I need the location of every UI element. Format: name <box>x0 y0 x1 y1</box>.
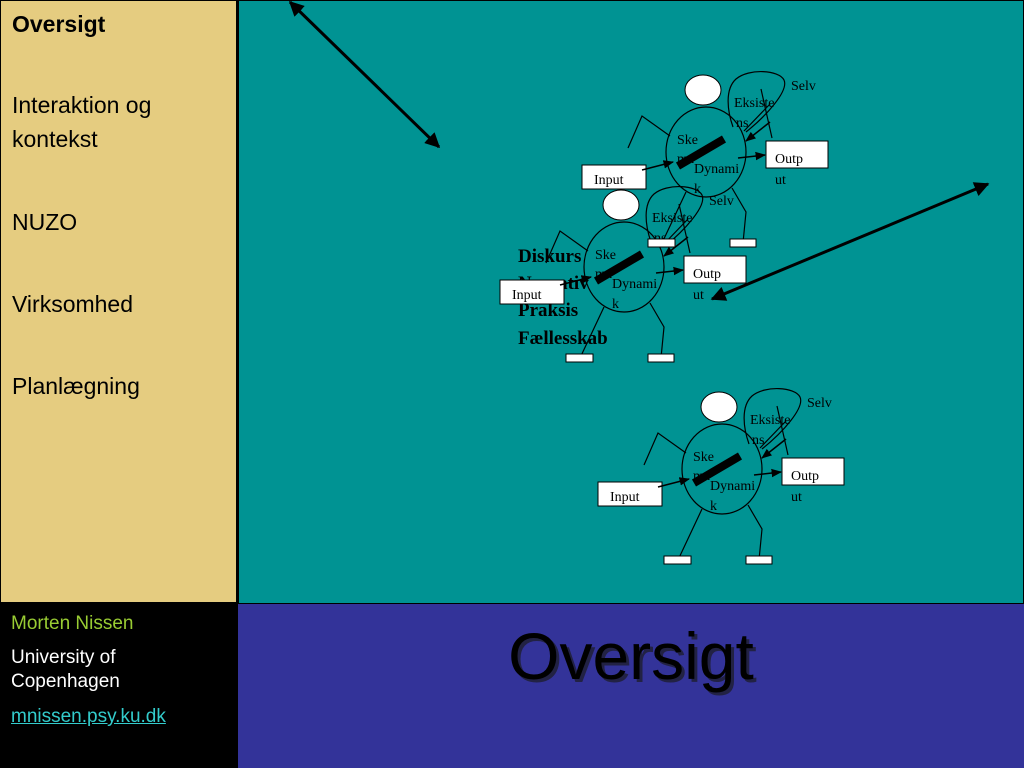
label-existence: ns <box>752 433 764 448</box>
figure-head <box>684 74 722 106</box>
label-dynamics: Dynami <box>710 479 755 494</box>
label-dynamics: Dynami <box>694 162 739 177</box>
stick-figure-left: Selv Eksiste ns Ske ma Dynami k Input Ou… <box>499 186 747 363</box>
figure-body <box>545 186 704 359</box>
figure-bar <box>593 250 645 285</box>
input-box <box>597 481 663 507</box>
label-schema: Ske <box>595 248 616 263</box>
label-input: Input <box>594 173 624 188</box>
arrow-self <box>663 236 689 257</box>
label-input: Input <box>610 490 640 505</box>
sidebar-item-label: Interaktion og <box>12 92 152 118</box>
label-self: Selv <box>807 396 832 411</box>
label-existence: ns <box>736 116 748 131</box>
footer-credits: Morten Nissen University of Copenhagen m… <box>0 604 238 768</box>
label-schema: ma <box>677 152 695 167</box>
sidebar-item-nuzo[interactable]: NUZO <box>12 209 78 235</box>
figure-head <box>700 391 738 423</box>
institution: University of Copenhagen <box>11 646 120 694</box>
foot-right <box>729 238 757 248</box>
figure-body <box>643 388 802 561</box>
stick-figure-top: Selv Eksiste ns Ske ma Dynami k Input Ou… <box>581 71 829 248</box>
arrow-input <box>657 477 691 488</box>
label-self: Selv <box>791 79 816 94</box>
label-schema: ma <box>693 469 711 484</box>
label-dynamics: k <box>694 182 701 197</box>
label-schema: Ske <box>677 133 698 148</box>
foot-right <box>647 353 675 363</box>
label-dynamics: k <box>710 499 717 514</box>
label-dynamics: k <box>612 297 619 312</box>
sidebar-item-interaktion[interactable]: Interaktion og kontekst <box>12 88 151 156</box>
arrow-output <box>655 266 685 276</box>
title-bar: Oversigt <box>238 604 1024 768</box>
arrow-input <box>559 275 593 286</box>
institution-line: Copenhagen <box>11 671 120 692</box>
label-schema: ma <box>595 267 613 282</box>
sidebar-heading[interactable]: Oversigt <box>12 11 106 37</box>
double-arrow-right <box>710 182 990 301</box>
website-link[interactable]: mnissen.psy.ku.dk <box>11 706 166 727</box>
foot-left <box>663 555 692 565</box>
label-existence: Eksiste <box>652 211 692 226</box>
institution-line: University of <box>11 647 116 668</box>
label-self: Selv <box>709 194 734 209</box>
label-output: Outp <box>693 267 721 282</box>
diagram-svg: Diskurs Narrativ Praksis Fællesskab <box>288 0 990 565</box>
label-input: Input <box>512 288 542 303</box>
arrow-input <box>641 160 675 171</box>
double-arrow-top <box>288 0 441 149</box>
stick-figure-bottom: Selv Eksiste ns Ske ma Dynami k Input Ou… <box>597 388 845 565</box>
sidebar: Oversigt Interaktion og kontekst NUZO Vi… <box>0 0 237 603</box>
label-output: Outp <box>775 152 803 167</box>
figure-bar <box>675 135 727 170</box>
label-output: ut <box>791 490 802 505</box>
figure-body <box>627 71 786 244</box>
label-output: ut <box>775 173 786 188</box>
input-box <box>499 279 565 305</box>
output-box <box>765 140 829 169</box>
theme-label: Fællesskab <box>518 328 608 349</box>
author-name: Morten Nissen <box>11 613 134 634</box>
foot-left <box>647 238 676 248</box>
slide-title: Oversigt <box>508 619 754 693</box>
arrow-self <box>745 121 771 142</box>
sidebar-item-planlaegning[interactable]: Planlægning <box>12 373 140 399</box>
foot-right <box>745 555 773 565</box>
theme-label: Praksis <box>518 300 578 321</box>
output-box <box>781 457 845 486</box>
sidebar-item-virksomhed[interactable]: Virksomhed <box>12 291 134 317</box>
input-box <box>581 164 647 190</box>
label-schema: Ske <box>693 450 714 465</box>
diagram-canvas: Diskurs Narrativ Praksis Fællesskab <box>238 0 1024 604</box>
figure-bar <box>691 452 743 487</box>
foot-left <box>565 353 594 363</box>
arrow-self <box>761 438 787 459</box>
label-existence: Eksiste <box>750 413 790 428</box>
label-dynamics: Dynami <box>612 277 657 292</box>
label-existence: Eksiste <box>734 96 774 111</box>
arrow-output <box>753 468 783 478</box>
label-output: ut <box>693 288 704 303</box>
theme-label: Diskurs <box>518 246 581 267</box>
label-output: Outp <box>791 469 819 484</box>
sidebar-item-label: kontekst <box>12 126 98 152</box>
arrow-output <box>737 151 767 161</box>
output-box <box>683 255 747 284</box>
figure-head <box>602 189 640 221</box>
